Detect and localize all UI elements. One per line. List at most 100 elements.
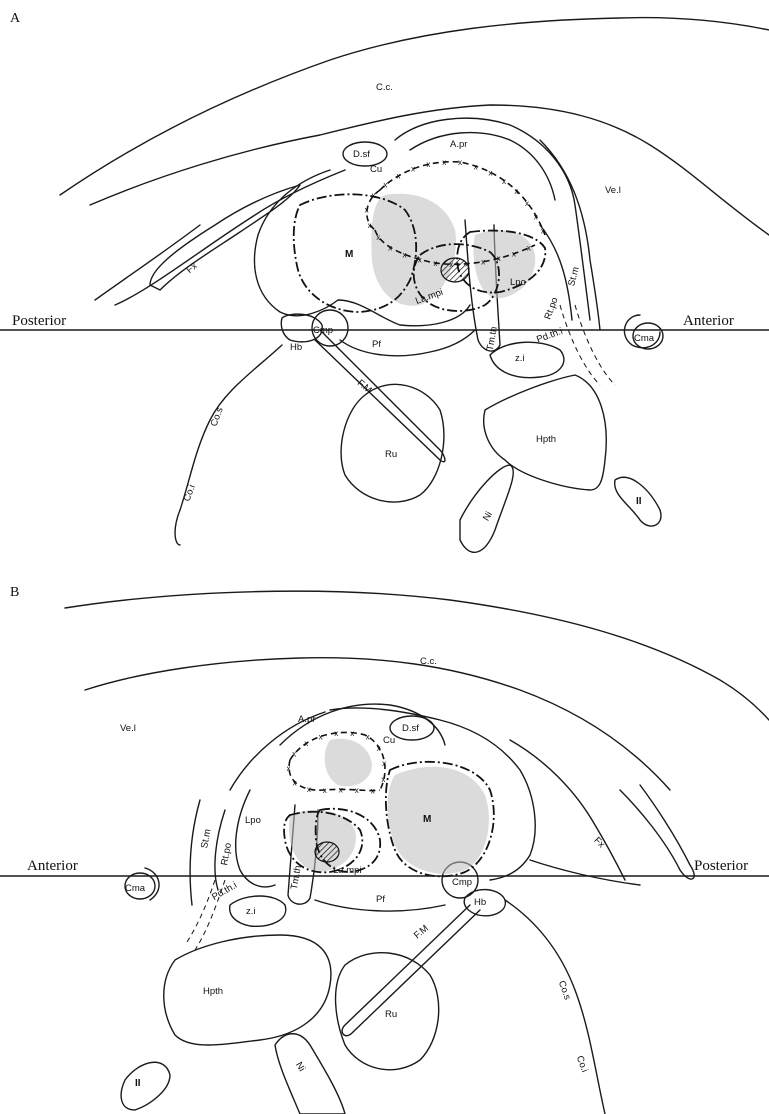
label-dsf: D.sf (353, 149, 370, 160)
stipple-m-b (388, 767, 489, 874)
dashed-column-1 (560, 305, 600, 385)
x-marker: x (512, 250, 516, 259)
label-rtpo: Rt.po (543, 296, 561, 321)
label-hpth-b: Hpth (203, 986, 223, 997)
label-zi: z.i (515, 353, 525, 364)
x-marker: x (293, 778, 297, 787)
posterior-outer-b (530, 860, 640, 885)
label-m-b: M (423, 814, 431, 825)
x-marker: x (292, 750, 296, 759)
x-marker: x (541, 227, 545, 236)
x-marker: x (527, 244, 531, 253)
x-marker: x (481, 258, 485, 267)
x-marker: x (381, 775, 385, 784)
x-marker: x (474, 162, 478, 171)
label-dsf-b: D.sf (402, 723, 419, 734)
x-marker: x (411, 165, 415, 174)
label-cc: C.c. (376, 82, 393, 93)
panel-a: A (0, 11, 769, 552)
x-marker: x (465, 260, 469, 269)
label-apr-b: A.pr (298, 714, 315, 725)
label-ru-b: Ru (385, 1009, 397, 1020)
label-cos: Co.s (209, 406, 226, 428)
label-ru: Ru (385, 449, 397, 460)
label-vel: Ve.l (605, 185, 621, 196)
x-marker: x (334, 729, 338, 738)
label-vel-b: Ve.l (120, 723, 136, 734)
label-stm-b: St.m (199, 828, 213, 849)
label-fx-b: Fx (592, 835, 607, 850)
panel-b: B (0, 585, 769, 1114)
fornix-outline-b (620, 785, 694, 879)
x-marker: x (371, 787, 375, 796)
zi-outline (490, 342, 564, 377)
colliculus-contour (175, 345, 282, 545)
anterior-inner-contour (410, 133, 555, 200)
label-hpth: Hpth (536, 434, 556, 445)
panel-a-letter: A (10, 11, 21, 26)
x-marker: x (304, 739, 308, 748)
label-hb: Hb (290, 342, 302, 353)
label-hb-b: Hb (474, 897, 486, 908)
label-cmp-b: Cmp (452, 877, 472, 888)
pf-region (340, 330, 475, 356)
x-marker: x (319, 732, 323, 741)
x-marker: x (449, 260, 453, 269)
x-marker: x (397, 172, 401, 181)
label-lpo: Lpo (510, 277, 526, 288)
panel-a-left-direction: Posterior (12, 313, 66, 329)
lpo-shell-b (236, 790, 275, 887)
x-marker: x (368, 221, 372, 230)
x-marker: x (403, 251, 407, 260)
x-marker: x (365, 205, 369, 214)
label-coi-b: Co.i (574, 1054, 590, 1074)
x-marker: x (426, 160, 430, 169)
x-marker: x (376, 233, 380, 242)
x-marker: x (339, 785, 343, 794)
x-marker: x (350, 729, 354, 738)
label-lpo-b: Lpo (245, 815, 261, 826)
label-pf-b: Pf (376, 894, 385, 905)
x-marker: x (377, 744, 381, 753)
panel-b-letter: B (10, 585, 19, 600)
dashed-column-2 (575, 305, 615, 385)
fm-tract-b (342, 905, 480, 1036)
panel-b-right-direction: Posterior (694, 858, 748, 874)
x-marker: x (514, 187, 518, 196)
corpus-callosum-inner-b (85, 658, 670, 790)
hpth-outline-b (164, 935, 331, 1045)
label-lampi-b: La.mpi (333, 865, 362, 876)
hpth-outline (484, 375, 607, 490)
x-marker: x (458, 158, 462, 167)
stm-shell-b (190, 800, 200, 905)
label-ii: II (636, 496, 642, 507)
injection-site-b (315, 842, 339, 862)
label-apr: A.pr (450, 139, 467, 150)
x-marker: x (442, 158, 446, 167)
label-ii-b: II (135, 1078, 141, 1089)
panel-b-left-direction: Anterior (27, 858, 78, 874)
corpus-callosum-outline-b (65, 591, 769, 720)
x-marker: x (418, 256, 422, 265)
label-stm: St.m (566, 266, 582, 288)
x-marker: x (366, 733, 370, 742)
dashed-column-b1 (185, 880, 215, 945)
x-marker: x (382, 759, 386, 768)
label-ni-b: Ni (293, 1060, 307, 1073)
ii-optic-b (121, 1062, 170, 1110)
cma-arc-b (145, 868, 159, 900)
label-m: M (345, 249, 353, 260)
x-marker: x (388, 244, 392, 253)
label-coi: Co.i (182, 483, 198, 503)
ni-outline-b (275, 1034, 345, 1114)
x-marker: x (497, 254, 501, 263)
x-marker: x (355, 786, 359, 795)
label-pf: Pf (372, 339, 381, 350)
label-zi-b: z.i (246, 906, 256, 917)
label-cc-b: C.c. (420, 656, 437, 667)
label-fm-b: F.M (412, 923, 431, 941)
label-cos-b: Co.s (556, 979, 573, 1001)
x-marker: x (371, 191, 375, 200)
x-marker: x (433, 259, 437, 268)
